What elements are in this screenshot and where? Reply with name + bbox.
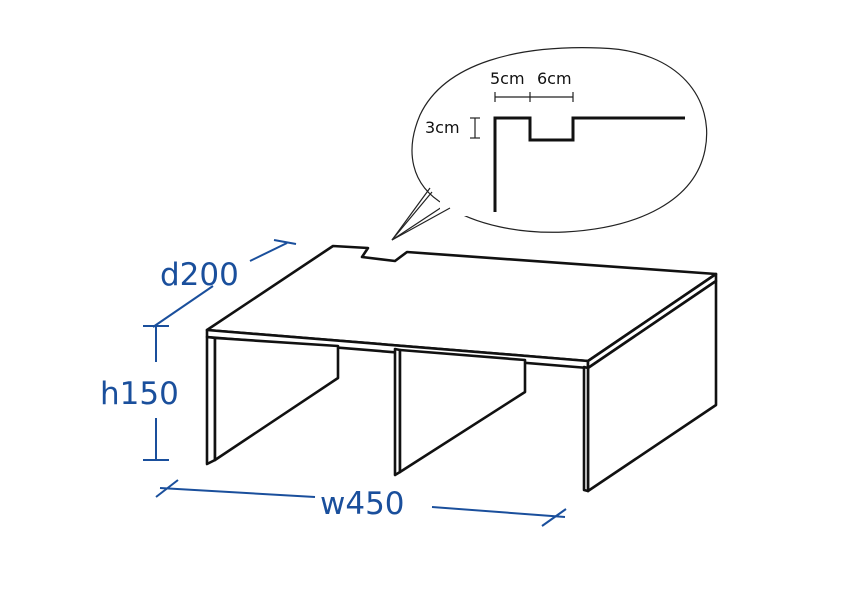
width-dimension-line-left [159,487,316,498]
detail-callout: 5cm 6cm 3cm [391,47,708,241]
side-dimension: 3cm [425,117,480,139]
desk-right-panel-front-edge [582,365,590,493]
width-dimension-line-right [431,506,566,518]
notch-depth-label: 3cm [425,118,460,137]
notch-width-label: 5cm [490,69,525,88]
depth-dimension-line-lower [152,285,214,328]
offset-label: 6cm [537,69,572,88]
width-label: w450 [320,486,405,522]
callout-tail [391,191,451,241]
depth-label: d200 [160,257,239,293]
desk [205,244,718,493]
callout-tail-mask [440,200,470,216]
depth-dimension-tick-top [273,239,297,245]
notch-profile [493,116,685,212]
top-dimension: 5cm 6cm [490,69,574,102]
desk-left-panel-face [213,336,340,462]
height-label: h150 [100,376,179,412]
width-dimension-tick-left [155,479,179,498]
dimensions: d200 h150 w450 [100,239,567,527]
desk-middle-panel-face [398,348,527,474]
depth-dimension-line-upper [249,242,288,262]
width-dimension-tick-right [541,508,567,527]
